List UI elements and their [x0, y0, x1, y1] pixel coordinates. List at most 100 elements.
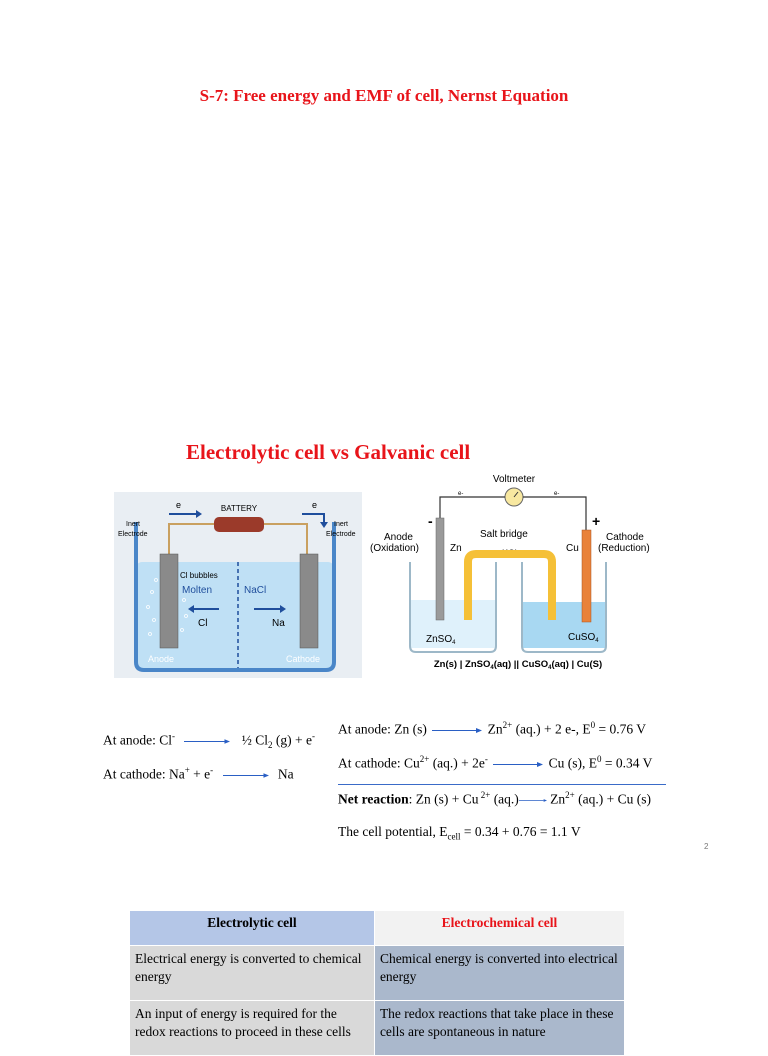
anode-title: Anode — [384, 532, 413, 543]
eq-sup: 2+ — [502, 720, 513, 730]
anode-subtitle: (Oxidation) — [370, 543, 419, 554]
comparison-table: Electrolytic cell Electrochemical cell E… — [129, 910, 626, 1056]
eq-text: Na — [277, 766, 294, 782]
electron-left-label: e — [176, 500, 181, 510]
section-title: Electrolytic cell vs Galvanic cell — [186, 440, 471, 464]
cl-ion-label: Cl — [198, 618, 207, 629]
eq-text: = 0.34 V — [601, 755, 653, 771]
cl-bubbles — [146, 578, 188, 636]
eq-text: + e — [189, 766, 211, 782]
cathode-beaker — [521, 562, 607, 653]
table-cell: The redox reactions that take place in t… — [373, 1000, 626, 1056]
battery-icon — [214, 517, 264, 532]
eq-text: At anode: Cl — [103, 732, 172, 748]
eq-text: (aq.) + Cu (s) — [574, 791, 651, 807]
eq-sup: - — [484, 754, 488, 764]
eq-text: ½ Cl — [241, 732, 269, 748]
wire-right — [523, 496, 587, 530]
electrolytic-anode-equation: At anode: Cl- ½ Cl2 (g) + e- — [103, 731, 315, 750]
eq-text: (aq.) — [490, 791, 519, 807]
electron-left-arrowhead — [196, 510, 202, 518]
znso4-label: ZnSO4 — [426, 634, 456, 646]
eq-sub: 2 — [268, 740, 273, 751]
cell-potential-equation: The cell potential, Ecell = 0.34 + 0.76 … — [338, 824, 581, 842]
minus-sign: - — [428, 513, 433, 529]
cathode-subtitle: (Reduction) — [598, 543, 650, 554]
reaction-arrow-icon — [184, 739, 231, 744]
zn-label: Zn — [450, 543, 462, 554]
electrolytic-cell-figure: BATTERY e e Inert Electrode Inert Electr… — [114, 492, 362, 678]
table-row: Electrical energy is converted to chemic… — [129, 945, 626, 1001]
table-cell: Electrical energy is converted to chemic… — [129, 945, 375, 1001]
cu-electrode — [581, 529, 592, 623]
eq-text: The cell potential, E — [338, 824, 448, 839]
electron-right-label: e- — [554, 491, 559, 497]
battery-label: BATTERY — [221, 504, 258, 513]
wire-right — [264, 523, 308, 560]
anode-electrode — [159, 553, 179, 649]
cl-ion-arrowhead — [188, 605, 194, 613]
cathode-electrode — [299, 553, 319, 649]
electron-right-arrow — [302, 513, 325, 522]
eq-text: : Zn (s) + Cu — [408, 791, 479, 807]
cu-label: Cu — [566, 543, 579, 554]
inert-right-label-2: Electrode — [326, 531, 356, 538]
eq-text: = 0.34 + 0.76 = 1.1 V — [460, 824, 581, 839]
header-electrolytic: Electrolytic cell — [129, 910, 375, 946]
nacl-label: NaCl — [244, 585, 266, 596]
eq-text: At cathode: Cu — [338, 755, 420, 771]
separator-line — [338, 784, 666, 785]
eq-sup: 0 — [590, 720, 596, 730]
table-header-row: Electrolytic cell Electrochemical cell — [129, 910, 626, 946]
eq-sup: 2+ — [419, 754, 430, 764]
electrolytic-cathode-equation: At cathode: Na+ + e- Na — [103, 765, 294, 783]
voltmeter-label: Voltmeter — [493, 474, 536, 485]
salt-bridge-label: Salt bridge — [480, 529, 528, 540]
cuso4-label: CuSO4 — [568, 632, 599, 644]
eq-text: Zn — [546, 791, 566, 807]
net-reaction-label: Net reaction — [338, 791, 409, 807]
inert-right-label-1: Inert — [334, 521, 348, 528]
table-cell: An input of energy is required for the r… — [129, 1000, 375, 1056]
voltmeter-needle — [513, 491, 519, 498]
plus-sign: + — [592, 513, 600, 529]
cell-notation: Zn(s) | ZnSO4(aq) || CuSO4(aq) | Cu(S) — [434, 659, 602, 671]
cuso4-solution — [522, 602, 606, 648]
electron-right-label: e — [312, 500, 317, 510]
eq-sup: 2+ — [565, 790, 575, 800]
molten-liquid — [136, 562, 334, 668]
eq-text: = 0.76 V — [595, 721, 647, 737]
eq-text: (g) + e — [272, 732, 312, 748]
anode-label: Anode — [148, 654, 174, 664]
eq-text: Zn — [487, 721, 503, 737]
inert-left-label-2: Electrode — [118, 531, 148, 538]
wire-left — [168, 523, 214, 560]
wire-left — [439, 496, 505, 520]
eq-text: At anode: Zn (s) — [338, 721, 427, 737]
table-cell: Chemical energy is converted into electr… — [373, 945, 626, 1001]
reaction-arrow-icon — [518, 799, 547, 802]
na-ion-label: Na — [272, 618, 285, 629]
eq-sup: - — [312, 731, 315, 741]
eq-sup: 2+ — [478, 790, 491, 800]
galvanic-anode-equation: At anode: Zn (s) Zn2+ (aq.) + 2 e-, E0 =… — [338, 720, 646, 738]
reaction-arrow-icon — [222, 773, 269, 778]
eq-sup: + — [184, 765, 190, 775]
electron-right-arrowhead — [320, 522, 328, 528]
anode-beaker — [409, 562, 497, 653]
inert-left-label-1: Inert — [126, 521, 140, 528]
cathode-label: Cathode — [286, 654, 320, 664]
na-ion-arrowhead — [280, 605, 286, 613]
eq-text: (aq.) + 2 e-, E — [512, 721, 591, 737]
zn-electrode — [435, 517, 445, 621]
cl-bubbles-label: Cl bubbles — [180, 571, 218, 580]
header-electrochemical: Electrochemical cell — [373, 910, 626, 946]
reaction-arrow-icon — [493, 761, 544, 767]
net-reaction-equation: Net reaction: Zn (s) + Cu 2+ (aq.) Zn2+ … — [338, 790, 651, 808]
salt-bridge — [464, 550, 556, 620]
slide-title: S-7: Free energy and EMF of cell, Nernst… — [199, 86, 569, 105]
znso4-solution — [410, 600, 496, 648]
beaker — [134, 522, 336, 672]
galvanic-cell-figure: Voltmeter e- e- - + Anode (Oxidation) Zn… — [370, 474, 650, 671]
page-number: 2 — [704, 842, 709, 851]
